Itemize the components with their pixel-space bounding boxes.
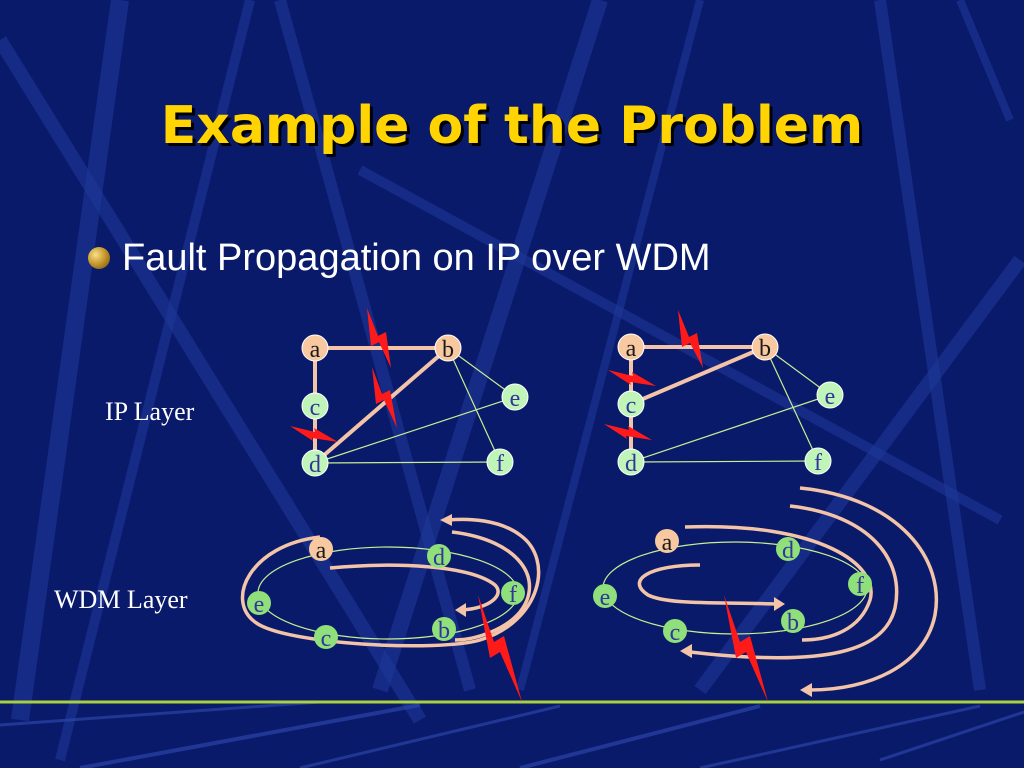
- lightpath-loop: [637, 563, 776, 606]
- node-label: b: [438, 618, 450, 644]
- wdm-node-b-right: b: [781, 609, 805, 636]
- lightpath-inner: [329, 563, 500, 612]
- wdm-node-e-left: e: [247, 591, 271, 618]
- node-label: d: [433, 545, 445, 571]
- ip-graph-left: a b c d e f: [290, 308, 529, 478]
- wdm-node-c-right: c: [663, 619, 687, 646]
- node-label: a: [626, 336, 637, 362]
- node-label: f: [856, 573, 864, 599]
- wdm-ring-left: a d f e b c: [240, 514, 541, 702]
- ip-link-c-b: [630, 345, 766, 406]
- node-label: f: [496, 451, 504, 477]
- lightpath-outer: [799, 486, 938, 692]
- node-label: f: [814, 450, 822, 476]
- ip-node-e-left: e: [501, 383, 529, 412]
- lightpath-outer: [240, 517, 541, 648]
- ip-node-f-left: f: [486, 448, 514, 477]
- bottom-streaks: [0, 700, 1024, 768]
- node-label: d: [782, 538, 794, 564]
- node-label: c: [670, 620, 681, 646]
- wdm-node-d-left: d: [427, 544, 451, 571]
- ip-node-a-right: a: [617, 333, 645, 362]
- ip-node-e-right: e: [816, 381, 844, 410]
- fault-bolt-ab-right: [678, 310, 703, 368]
- fault-bolt-cd-right: [604, 424, 652, 440]
- lightpath-arrowhead: [774, 597, 785, 611]
- ip-node-d-right: d: [617, 448, 645, 477]
- fault-bolt-db-left: [372, 367, 397, 428]
- fault-bolt-ab-left: [367, 308, 391, 368]
- node-label: f: [509, 582, 517, 608]
- node-label: a: [316, 538, 327, 564]
- ip-node-f-right: f: [804, 447, 832, 476]
- ip-graph-right: a b c d e f: [604, 310, 844, 477]
- ip-link-b-e: [447, 347, 516, 398]
- wdm-node-f-right: f: [848, 572, 872, 599]
- wdm-node-b-left: b: [432, 617, 456, 644]
- node-label: b: [442, 337, 454, 363]
- ip-link-d-e: [630, 394, 831, 463]
- slide-title: Example of the Problem: [160, 96, 864, 156]
- lightpath-second: [689, 504, 899, 660]
- bullet-sphere-icon: [88, 247, 110, 269]
- fault-bolt-wdm-right: [724, 595, 768, 702]
- lightpath-arrowhead: [440, 514, 452, 526]
- fault-bolt-ac-right: [608, 370, 656, 386]
- lightpath-arrowhead: [680, 644, 692, 658]
- bullet-item: Fault Propagation on IP over WDM: [88, 230, 711, 286]
- wdm-ring-right: a d f e b c: [593, 486, 938, 702]
- node-label: c: [626, 393, 637, 419]
- wdm-node-a-left: a: [309, 537, 333, 564]
- ip-layer-label: IP Layer: [105, 397, 195, 426]
- node-label: c: [321, 626, 332, 652]
- wdm-node-a-right: a: [655, 529, 679, 556]
- node-label: c: [310, 395, 321, 421]
- node-label: e: [254, 592, 265, 618]
- ip-link-d-e: [314, 396, 516, 464]
- ip-node-c-right: c: [617, 390, 645, 419]
- fault-bolt-wdm-left: [478, 595, 522, 702]
- ip-link-d-f: [314, 461, 501, 464]
- lightpath-middle: [451, 530, 532, 642]
- ip-link-d-b: [313, 346, 450, 465]
- node-label: e: [510, 386, 521, 412]
- ip-link-b-f: [764, 346, 819, 462]
- bullet-text: Fault Propagation on IP over WDM: [122, 236, 711, 279]
- ip-node-b-right: b: [751, 333, 779, 362]
- node-label: e: [600, 585, 611, 611]
- lightpath-arrowhead: [455, 603, 466, 617]
- node-label: a: [662, 530, 673, 556]
- ip-node-d-left: d: [301, 449, 329, 478]
- node-label: b: [759, 336, 771, 362]
- wdm-node-f-left: f: [501, 581, 525, 608]
- node-label: d: [625, 451, 637, 477]
- lightpath-arrowhead: [800, 683, 812, 697]
- ip-link-d-f: [630, 460, 819, 463]
- ip-node-a-left: a: [301, 334, 329, 363]
- node-label: e: [825, 384, 836, 410]
- wdm-node-d-right: d: [776, 537, 800, 564]
- node-label: b: [787, 610, 799, 636]
- ip-node-b-left: b: [434, 334, 462, 363]
- wdm-layer-label: WDM Layer: [54, 585, 188, 614]
- wdm-fiber-ring: [257, 546, 519, 640]
- wdm-node-e-right: e: [593, 584, 617, 611]
- node-label: a: [310, 337, 321, 363]
- fault-bolt-cd-left: [290, 426, 338, 442]
- wdm-node-c-left: c: [314, 625, 338, 652]
- ip-node-c-left: c: [301, 392, 329, 421]
- node-label: d: [309, 452, 321, 478]
- ip-link-b-f: [447, 347, 501, 463]
